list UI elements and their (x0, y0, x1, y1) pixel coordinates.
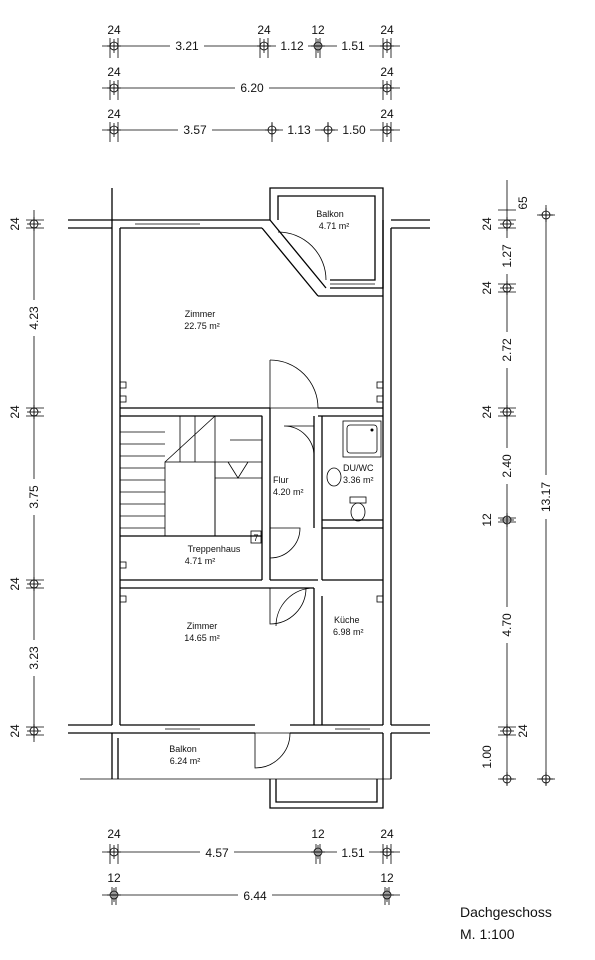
dim-bot1-a: 24 (107, 827, 121, 841)
dim-top1-d: 1.12 (280, 39, 304, 53)
dim-top1-b: 3.21 (175, 39, 199, 53)
dim-top2-a: 24 (107, 65, 121, 79)
dim-right-c: 24 (480, 281, 494, 295)
room-duwc-area: 3.36 m² (343, 475, 374, 485)
dim-left-c: 24 (8, 405, 22, 419)
room-kueche-name: Küche (334, 615, 360, 625)
room-zimmer-top-name: Zimmer (185, 309, 216, 319)
staircase (119, 415, 263, 537)
plan-scale: M. 1:100 (460, 926, 515, 942)
dim-top2-c: 24 (380, 65, 394, 79)
dim-top1-g: 24 (380, 23, 394, 37)
dim-top1-c: 24 (257, 23, 271, 37)
room-flur-area: 4.20 m² (273, 487, 304, 497)
room-treppenhaus-area: 4.71 m² (185, 556, 216, 566)
dim-right-outer-b: 13.17 (539, 482, 553, 512)
dim-right-b: 1.27 (500, 244, 514, 268)
room-kueche-area: 6.98 m² (333, 627, 364, 637)
dim-bot1-e: 24 (380, 827, 394, 841)
room-balkon-top-area: 4.71 m² (319, 221, 350, 231)
dim-right-f: 2.40 (500, 454, 514, 478)
room-zimmer-bottom-area: 14.65 m² (184, 633, 220, 643)
room-balkon-bottom-name: Balkon (169, 744, 197, 754)
right-dimension-chains: 24 1.27 24 2.72 24 2.40 12 4.70 24 1.00 … (480, 180, 555, 787)
doors (254, 231, 327, 769)
dim-left-f: 3.23 (27, 646, 41, 670)
stair-marker: 7 (253, 533, 258, 543)
dim-left-b: 4.23 (27, 306, 41, 330)
dim-left-a: 24 (8, 217, 22, 231)
dim-top1-e: 12 (311, 23, 325, 37)
dim-right-g: 12 (480, 513, 494, 527)
room-zimmer-bottom-name: Zimmer (187, 621, 218, 631)
dim-right-j: 1.00 (480, 745, 494, 769)
room-flur-name: Flur (273, 475, 289, 485)
bottom-dimension-chains: 24 4.57 12 1.51 24 12 6.44 12 (102, 827, 400, 905)
dim-right-e: 24 (480, 405, 494, 419)
room-treppenhaus-name: Treppenhaus (188, 544, 241, 554)
room-balkon-top-name: Balkon (316, 209, 344, 219)
dim-top1-a: 24 (107, 23, 121, 37)
dim-top3-b: 3.57 (183, 123, 207, 137)
room-balkon-bottom-area: 6.24 m² (170, 756, 201, 766)
dim-left-g: 24 (8, 724, 22, 738)
plan-title: Dachgeschoss (460, 904, 552, 920)
dim-right-h: 4.70 (500, 613, 514, 637)
dim-top3-e: 24 (380, 107, 394, 121)
dim-right-i: 24 (516, 724, 530, 738)
dim-bot1-c: 12 (311, 827, 325, 841)
dim-bot2-c: 12 (380, 871, 394, 885)
dim-top3-c: 1.13 (287, 123, 311, 137)
dim-bot1-b: 4.57 (205, 846, 229, 860)
dim-top1-f: 1.51 (341, 39, 365, 53)
dim-top3-a: 24 (107, 107, 121, 121)
walls (68, 187, 430, 809)
room-zimmer-top-area: 22.75 m² (184, 321, 220, 331)
top-dimension-chains: 24 3.21 24 1.12 12 1.51 24 24 6.20 24 24… (102, 23, 400, 142)
left-dimension-chain: 24 4.23 24 3.75 24 3.23 24 (8, 210, 44, 742)
dim-left-d: 3.75 (27, 485, 41, 509)
dim-bot2-a: 12 (107, 871, 121, 885)
dim-right-d: 2.72 (500, 338, 514, 362)
room-duwc-name: DU/WC (343, 463, 374, 473)
dim-left-e: 24 (8, 577, 22, 591)
dim-right-outer-a: 65 (516, 196, 530, 210)
bathroom-fixtures (326, 420, 382, 522)
room-labels: Balkon 4.71 m² Zimmer 22.75 m² Flur 4.20… (169, 209, 374, 766)
dim-bot1-d: 1.51 (341, 846, 365, 860)
dim-top3-d: 1.50 (342, 123, 366, 137)
dim-bot2-b: 6.44 (243, 889, 267, 903)
dim-top2-b: 6.20 (240, 81, 264, 95)
dim-right-a: 24 (480, 217, 494, 231)
